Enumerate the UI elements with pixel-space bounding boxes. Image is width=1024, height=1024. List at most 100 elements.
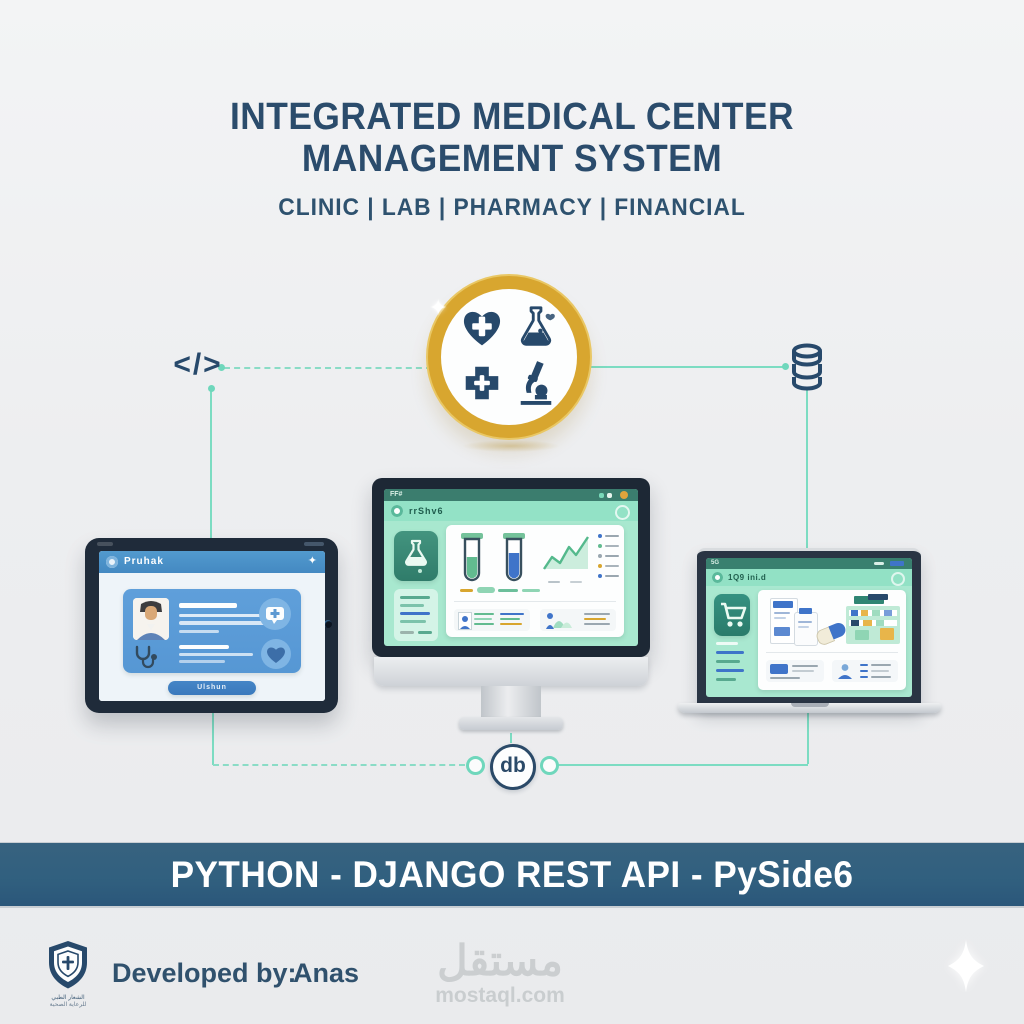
stethoscope-icon (133, 645, 159, 669)
laptop-app-title: 1Q9 ini.d (728, 573, 767, 582)
developed-by-label: Developed by: (112, 958, 297, 988)
shelf-item-5 (851, 620, 859, 626)
watermark-domain: mostaql.com (435, 984, 565, 1007)
laptop-app-header: 1Q9 ini.d (706, 569, 912, 586)
legend-line-4 (605, 565, 619, 567)
medicine-box-line-2 (774, 617, 786, 619)
monitor-chin (374, 657, 648, 686)
bottle-line-2 (798, 626, 809, 628)
sidebar-menu-line-5 (400, 631, 414, 634)
legend-dot-5 (598, 574, 602, 578)
tech-stack-text: PYTHON - DJANGO REST API - PySide6 (170, 854, 854, 895)
stats-illustration (546, 613, 572, 629)
patient-info-line-2 (179, 621, 267, 625)
tablet-action-button: Ulshun (168, 681, 256, 695)
monitor-titlebar-text: FF# (390, 491, 403, 498)
record-list-line-3 (500, 623, 522, 625)
lab-flask-icon (514, 304, 558, 355)
title-line-1: INTEGRATED MEDICAL CENTER (230, 96, 794, 138)
pharmacy-shelf (846, 594, 900, 646)
patient-info-line-1 (179, 614, 275, 617)
patient-card (123, 589, 301, 673)
tube2-label-line-1 (498, 589, 518, 592)
code-icon: </> (173, 348, 223, 381)
medicine-bottle (794, 608, 818, 646)
customer-icon (838, 664, 852, 679)
connector-left-horizontal (224, 367, 432, 369)
connector-bottom-right-horizontal (556, 764, 808, 766)
microscope-icon (514, 359, 558, 412)
order-card-icon (770, 664, 788, 674)
sidebar-menu-line-1 (400, 596, 430, 599)
chart-axis-label-1 (548, 581, 560, 583)
record-line-3 (474, 623, 494, 625)
pharmacy-menu-line-5 (716, 678, 736, 681)
order-card-line-1 (770, 677, 800, 679)
tablet-app-header: Pruhak ✦ (99, 551, 325, 573)
legend-line-3 (605, 555, 619, 557)
sidebar-flask-icon (405, 539, 427, 573)
tube2-label-line-2 (522, 589, 540, 592)
database-node-label: db (500, 754, 526, 777)
stats-list-line-3 (584, 623, 610, 625)
logo-caption-line-1: الشعار الطبي (51, 995, 85, 1001)
customer-bullet-3 (860, 676, 868, 678)
database-stack-icon (788, 342, 826, 397)
page-subtitle: CLINIC | LAB | PHARMACY | FINANCIAL (278, 194, 746, 221)
customer-line-1 (871, 664, 891, 666)
page-title: INTEGRATED MEDICAL CENTER MANAGEMENT SYS… (36, 96, 988, 180)
legend-dot-4 (598, 564, 602, 568)
bottle-line-1 (798, 621, 812, 623)
footer-sparkle-icon (938, 938, 994, 999)
laptop-titlebar-battery (890, 561, 904, 566)
tablet-app-logo (106, 556, 118, 568)
patient-name-line (179, 603, 237, 608)
medicine-box (770, 598, 798, 644)
tablet-device: Pruhak ✦ (85, 538, 338, 713)
record-photo (458, 612, 472, 630)
monitor-titlebar: FF# (384, 489, 638, 501)
monitor-device: FF# rrShv6 (372, 478, 650, 657)
monitor-stand-base (459, 717, 563, 730)
badge-sparkle-icon: ✦ (429, 295, 448, 320)
laptop-base-notch (791, 703, 829, 707)
legend-dot-2 (598, 544, 602, 548)
shelf-crate-1 (855, 630, 869, 640)
medical-cross-icon (461, 362, 503, 409)
stats-list-line-1 (584, 613, 610, 615)
visit-title-line (179, 645, 229, 649)
pharmacy-panel-divider (766, 652, 898, 653)
monitor-search-icon (615, 505, 630, 520)
heart-bubble-icon (261, 639, 291, 669)
connector-dot-left (218, 364, 225, 371)
lab-line-chart (542, 533, 592, 578)
tablet-camera-dot (324, 620, 332, 628)
connector-monitor-db-tick (510, 733, 512, 743)
legend-line-2 (605, 545, 619, 547)
shelf-sign (854, 596, 884, 604)
shelf-item-1 (851, 610, 858, 616)
chart-axis-label-2 (570, 581, 582, 583)
pharmacy-sidebar-menu (714, 642, 750, 690)
pharmacy-menu-line-4 (716, 669, 744, 672)
connector-left-vertical (210, 390, 212, 538)
monitor-titlebar-dot-2 (607, 493, 612, 498)
tablet-action-button-label: Ulshun (197, 684, 227, 691)
logo-caption-line-2: للرعاية الصحية (49, 1002, 87, 1008)
pharmacy-menu-line-1 (716, 642, 738, 645)
lab-stats-card (540, 609, 616, 631)
medical-cross-bubble-icon (259, 598, 291, 630)
lab-record-card (454, 609, 530, 631)
database-node: db (490, 744, 536, 790)
tablet-bezel-mark-left (97, 542, 113, 546)
order-card-line-3 (792, 670, 814, 672)
patient-avatar (133, 598, 169, 640)
legend-line-5 (605, 575, 619, 577)
connector-dot-right (782, 363, 789, 370)
monitor-screen: FF# rrShv6 (384, 489, 638, 646)
laptop-base (678, 703, 941, 713)
monitor-titlebar-dot-1 (599, 493, 604, 498)
test-tube-green (460, 533, 484, 590)
shield-logo-icon (49, 941, 87, 989)
